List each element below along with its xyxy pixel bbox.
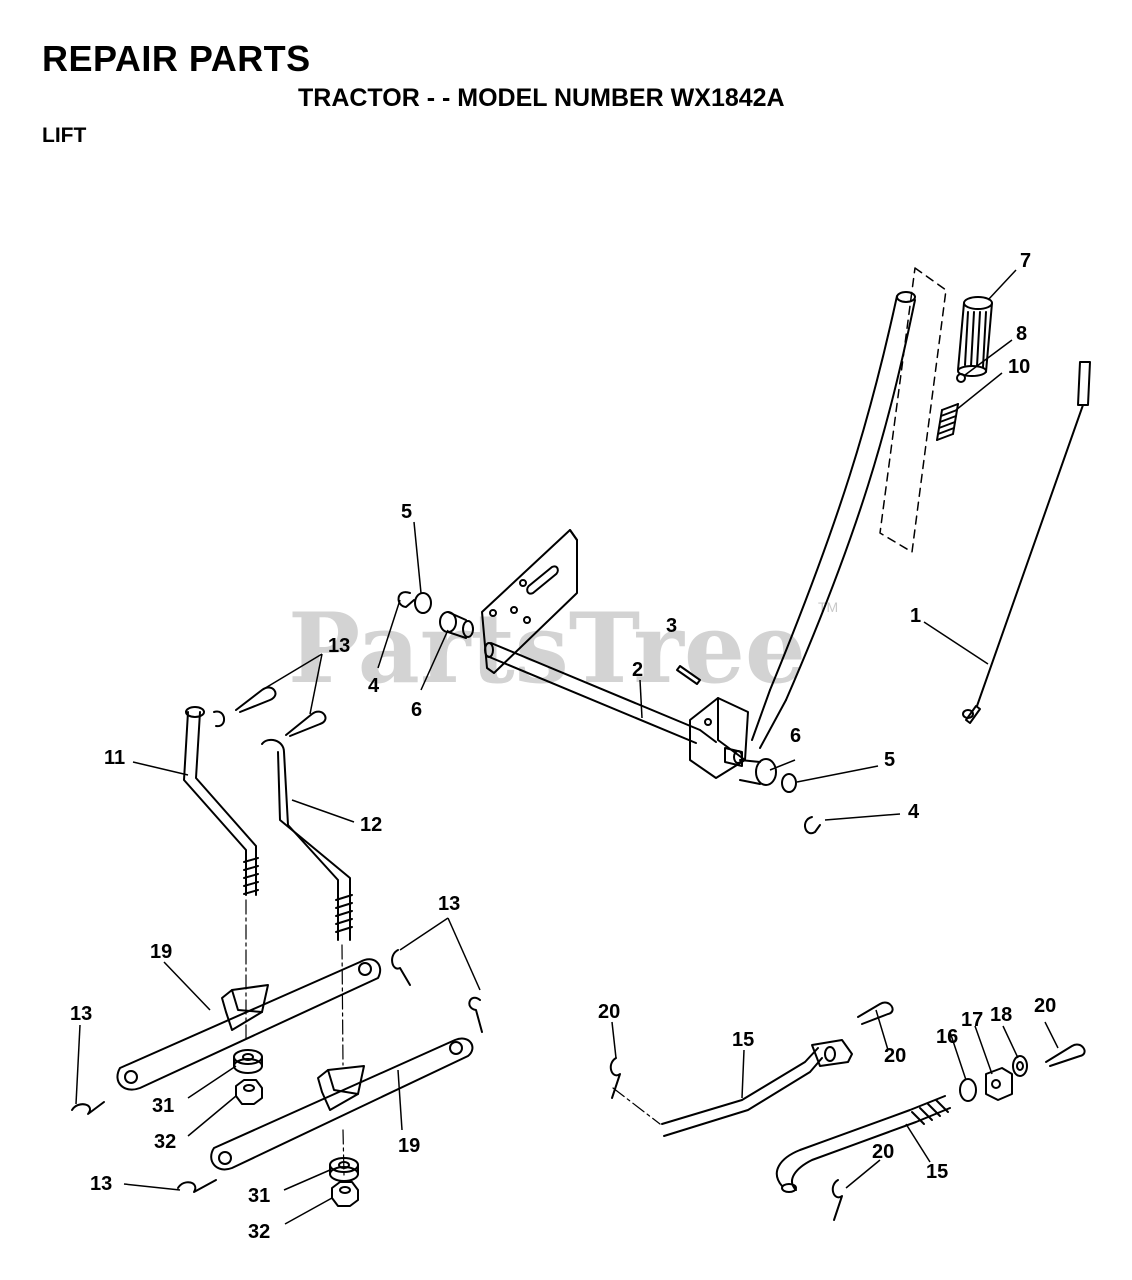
callout-6: 6 bbox=[411, 699, 422, 721]
hairpin-clip bbox=[285, 710, 327, 737]
cotter-pin bbox=[1045, 1043, 1086, 1067]
mounting-plate bbox=[481, 529, 578, 674]
callout-11: 11 bbox=[104, 747, 125, 769]
watermark-trademark: TM bbox=[818, 599, 838, 615]
callout-2: 2 bbox=[632, 659, 643, 681]
swivel-ferrule bbox=[985, 1067, 1013, 1101]
lift-shaft bbox=[484, 642, 701, 744]
lift-link-left bbox=[183, 706, 259, 896]
callout-1: 1 bbox=[910, 605, 921, 627]
left-retaining-clip bbox=[397, 591, 415, 608]
spacer-upper bbox=[233, 1049, 263, 1074]
shaft-arm-bracket bbox=[689, 697, 749, 779]
callout-13: 13 bbox=[90, 1173, 112, 1195]
detent-spring bbox=[936, 403, 959, 441]
lift-rod bbox=[962, 361, 1091, 724]
section-label: LIFT bbox=[42, 124, 87, 147]
callout-12: 12 bbox=[360, 814, 382, 836]
adjustment-rod-lower bbox=[775, 1095, 951, 1193]
spacer-lower bbox=[329, 1157, 359, 1182]
lift-arm-upper bbox=[116, 958, 382, 1091]
callout-16: 16 bbox=[936, 1026, 958, 1048]
right-bushing bbox=[739, 758, 777, 786]
callout-31: 31 bbox=[152, 1095, 174, 1117]
callout-5: 5 bbox=[884, 749, 895, 771]
left-bushing bbox=[439, 611, 474, 639]
callout-32: 32 bbox=[248, 1221, 270, 1243]
callout-19: 19 bbox=[398, 1135, 420, 1157]
lift-link-right bbox=[261, 738, 353, 941]
left-washer bbox=[414, 592, 432, 614]
spring-washer bbox=[1012, 1055, 1028, 1077]
callout-17: 17 bbox=[961, 1009, 983, 1031]
alignment-centerlines bbox=[245, 899, 661, 1176]
callout-19: 19 bbox=[150, 941, 172, 963]
lift-arm-lower bbox=[210, 1037, 474, 1171]
page-title: REPAIR PARTS bbox=[42, 38, 311, 79]
flat-washer bbox=[959, 1078, 977, 1102]
right-retaining-clip bbox=[804, 816, 821, 835]
hairpin-clip bbox=[235, 686, 277, 713]
nut-lower bbox=[331, 1181, 359, 1207]
hairpin-clip bbox=[71, 1101, 105, 1115]
watermark-text: PartsTree bbox=[288, 592, 806, 705]
roll-pin bbox=[676, 665, 701, 685]
hairpin-clip bbox=[468, 996, 483, 1033]
cotter-pin bbox=[831, 1179, 843, 1221]
callout-4: 4 bbox=[908, 801, 920, 823]
callout-20: 20 bbox=[872, 1141, 894, 1163]
callout-20: 20 bbox=[1034, 995, 1056, 1017]
callout-20: 20 bbox=[884, 1045, 906, 1067]
cotter-pin bbox=[609, 1057, 621, 1099]
right-washer bbox=[781, 773, 797, 793]
callout-5: 5 bbox=[401, 501, 412, 523]
callout-32: 32 bbox=[154, 1131, 176, 1153]
callout-7: 7 bbox=[1020, 250, 1031, 272]
callout-10: 10 bbox=[1008, 356, 1030, 378]
callout-31: 31 bbox=[248, 1185, 270, 1207]
callout-13: 13 bbox=[438, 893, 460, 915]
callout-8: 8 bbox=[1016, 323, 1027, 345]
lift-handle bbox=[751, 291, 916, 749]
callout-6: 6 bbox=[790, 725, 801, 747]
hairpin-clip bbox=[391, 949, 411, 986]
leader-lines bbox=[75, 269, 1059, 1225]
nut-upper bbox=[235, 1079, 263, 1105]
callout-13: 13 bbox=[328, 635, 350, 657]
hairpin-clip bbox=[177, 1179, 217, 1193]
detent-ball bbox=[956, 373, 966, 383]
callout-15: 15 bbox=[732, 1029, 754, 1051]
handle-grip bbox=[957, 296, 993, 377]
callout-4: 4 bbox=[368, 675, 380, 697]
callout-18: 18 bbox=[990, 1004, 1012, 1026]
adjustment-rod-upper bbox=[661, 1001, 894, 1137]
callout-15: 15 bbox=[926, 1161, 948, 1183]
callout-3: 3 bbox=[666, 615, 677, 637]
callout-13: 13 bbox=[70, 1003, 92, 1025]
model-subtitle: TRACTOR - - MODEL NUMBER WX1842A bbox=[298, 84, 785, 112]
handle-dashed-outline bbox=[879, 267, 947, 553]
callout-20: 20 bbox=[598, 1001, 620, 1023]
